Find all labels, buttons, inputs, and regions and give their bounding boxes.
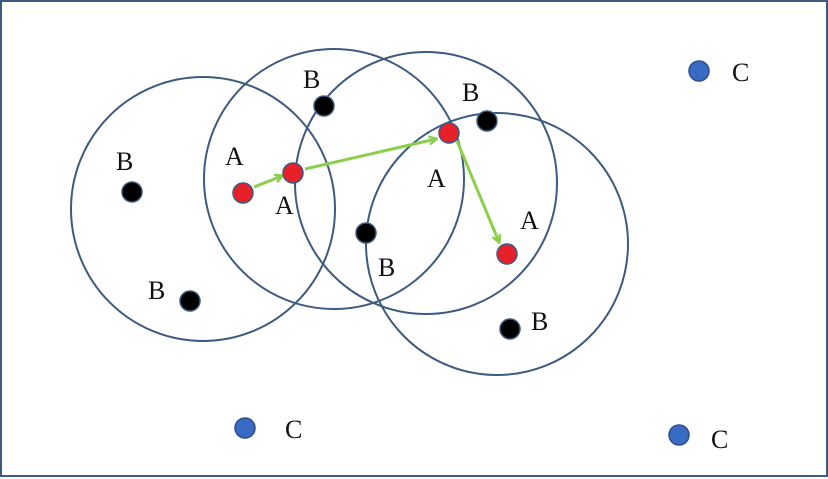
label-a-2: A xyxy=(275,191,294,220)
label-b-6: B xyxy=(531,307,548,336)
point-b-5 xyxy=(355,222,377,244)
label-b-1: B xyxy=(116,147,133,176)
neighborhood-circle-2 xyxy=(203,48,465,310)
arrow-a2-a3 xyxy=(304,139,436,171)
point-a-1 xyxy=(232,182,254,204)
point-b-3 xyxy=(313,95,335,117)
label-b-3: B xyxy=(303,65,320,94)
label-b-2: B xyxy=(148,276,165,305)
point-a-2 xyxy=(282,162,304,184)
neighborhood-circle-1 xyxy=(70,76,336,342)
point-a-3 xyxy=(438,122,460,144)
label-a-4: A xyxy=(520,206,539,235)
point-b-6 xyxy=(499,318,521,340)
point-a-4 xyxy=(496,243,518,265)
arrow-a3-a4 xyxy=(455,140,499,242)
label-b-5: B xyxy=(378,253,395,282)
label-b-4: B xyxy=(462,78,479,107)
arrow-a1-a2 xyxy=(253,176,282,189)
label-c-2: C xyxy=(285,415,302,444)
point-b-2 xyxy=(179,290,201,312)
label-a-1: A xyxy=(225,142,244,171)
point-b-1 xyxy=(121,181,143,203)
neighborhood-circle-3 xyxy=(294,51,558,315)
point-c-2 xyxy=(234,417,256,439)
point-c-3 xyxy=(668,424,690,446)
label-c-3: C xyxy=(711,425,728,454)
label-c-1: C xyxy=(732,58,749,87)
neighborhood-circle-4 xyxy=(365,112,629,376)
point-c-1 xyxy=(688,60,710,82)
label-a-3: A xyxy=(427,164,446,193)
point-b-4 xyxy=(476,110,498,132)
